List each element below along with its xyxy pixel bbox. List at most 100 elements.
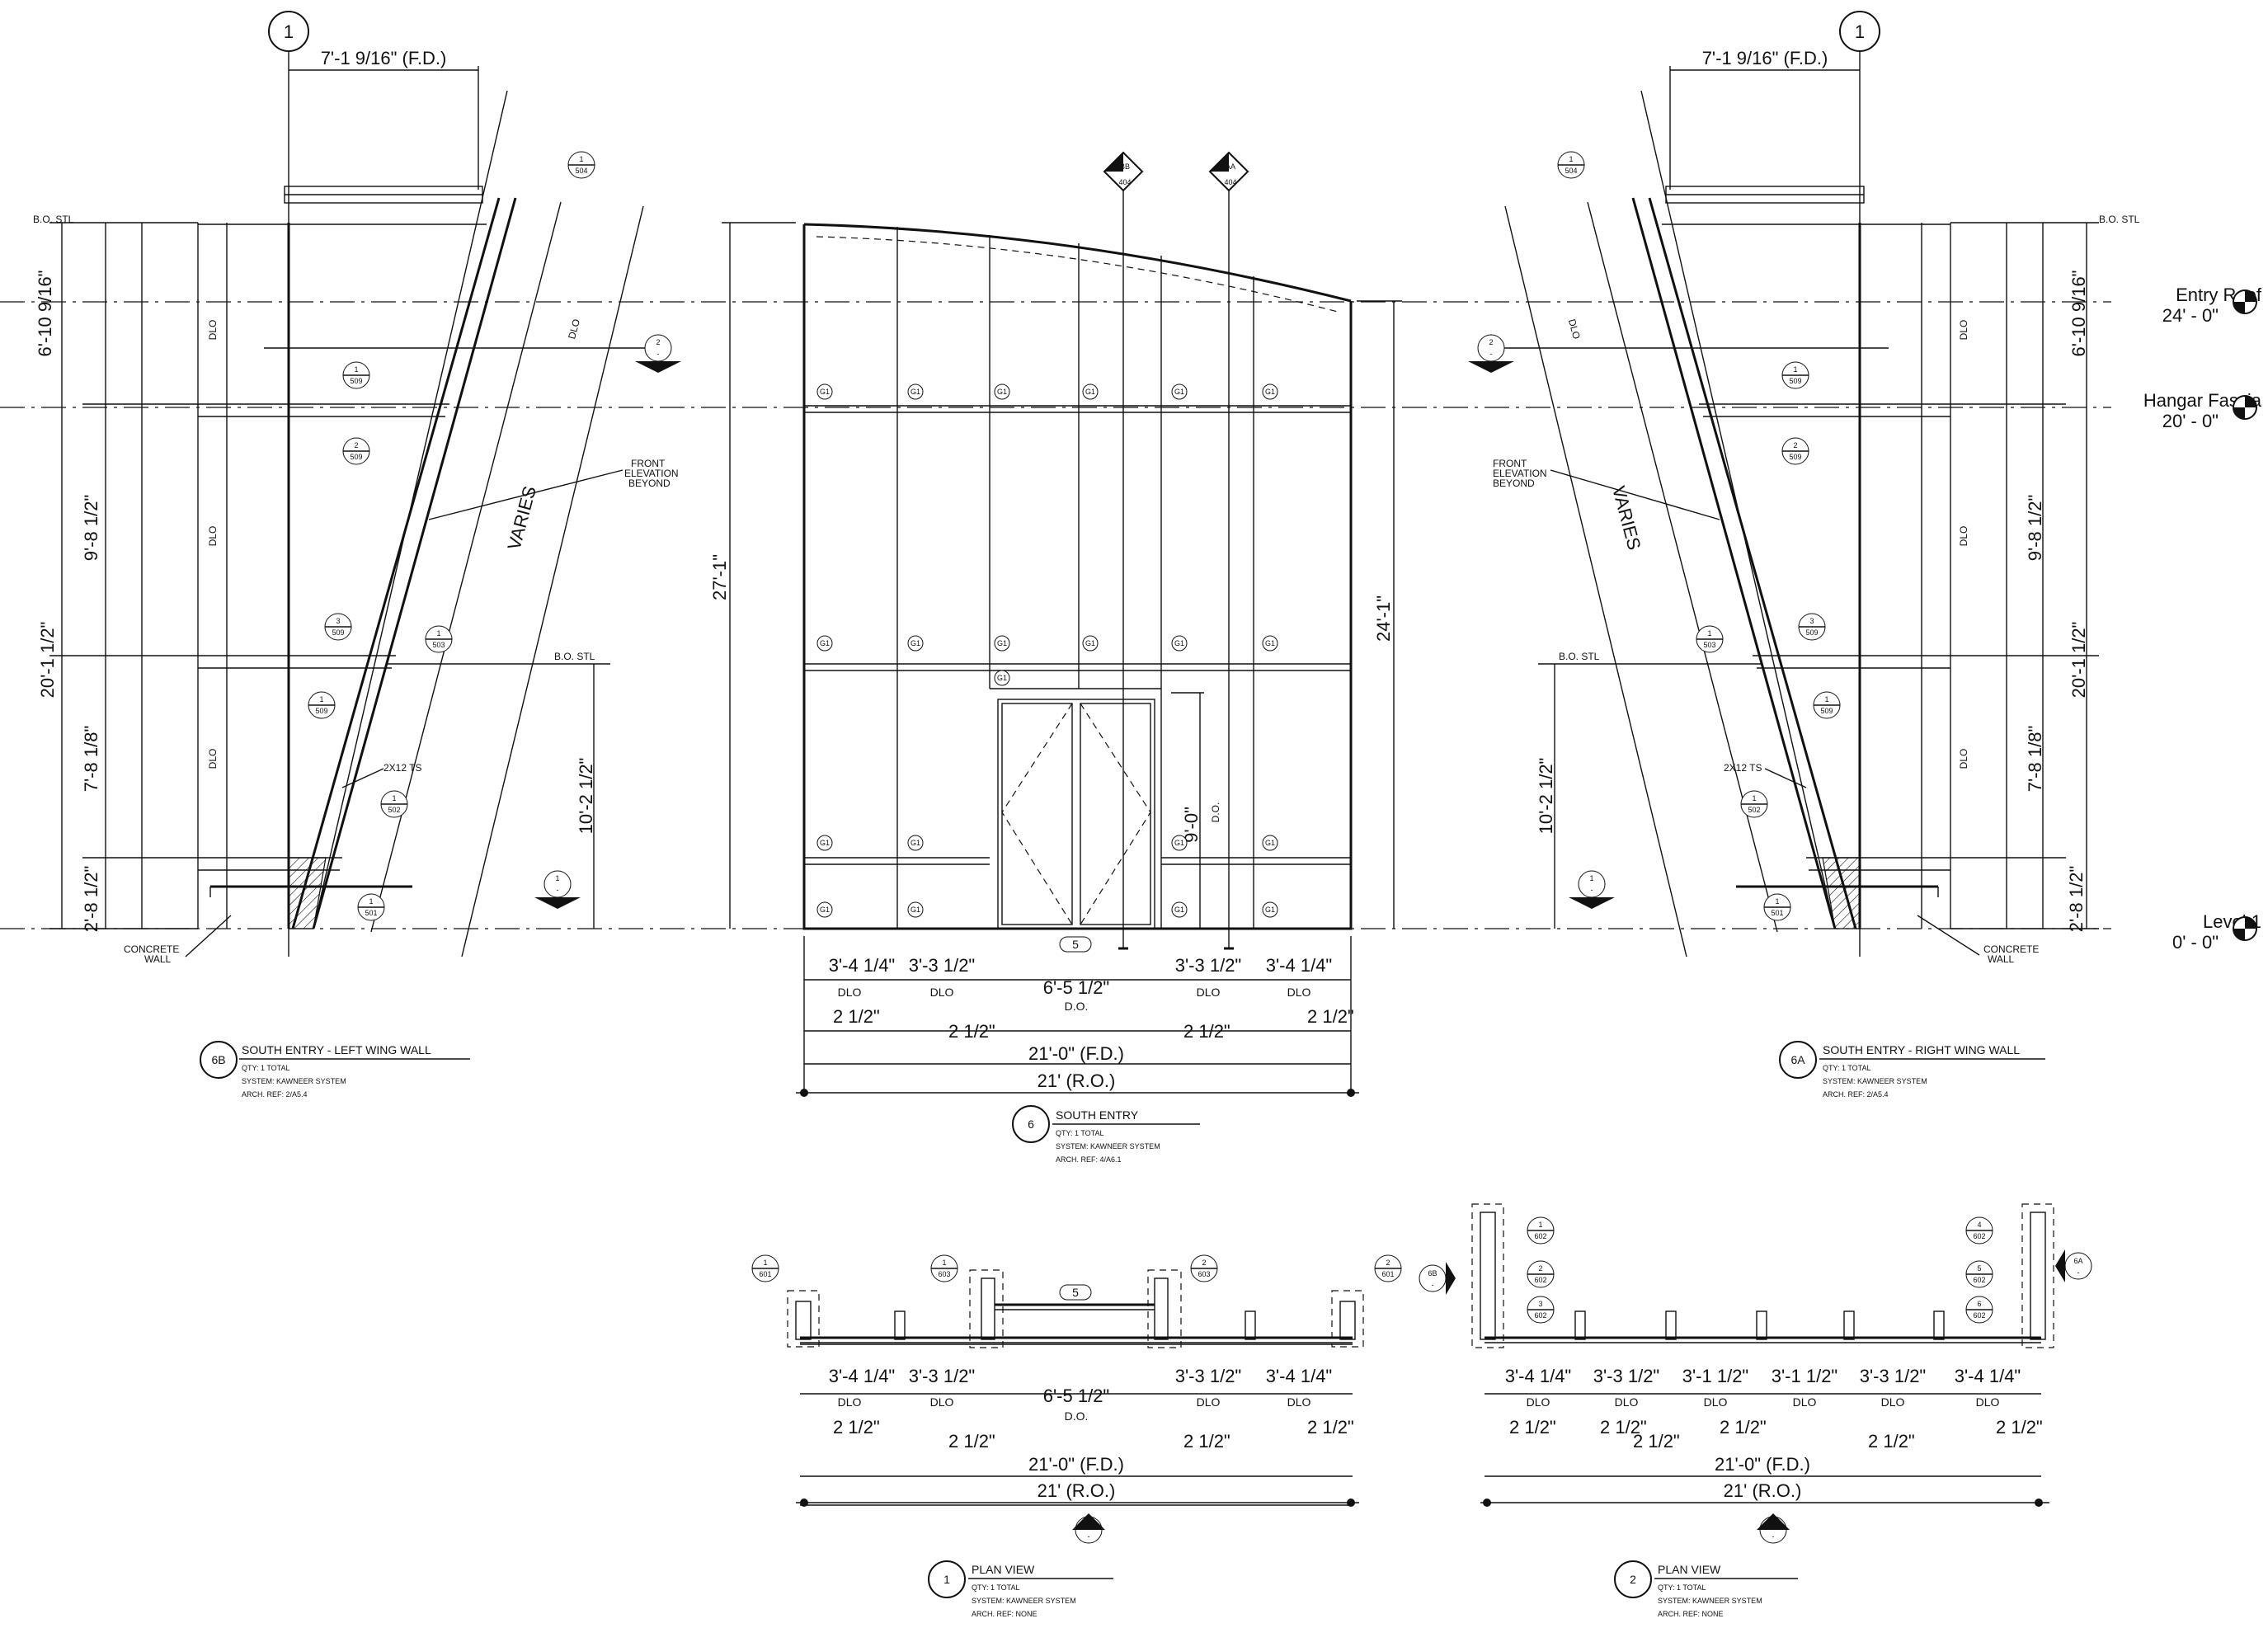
svg-text:509: 509 — [350, 377, 362, 385]
view-title: SOUTH ENTRY — [1056, 1108, 1139, 1122]
svg-text:DLO: DLO — [930, 986, 954, 999]
svg-text:G1: G1 — [1085, 388, 1095, 396]
svg-text:3: 3 — [336, 617, 340, 625]
dim-right-base: 2'-8 1/2" — [2066, 866, 2087, 933]
svg-text:502: 502 — [1748, 806, 1760, 814]
svg-text:DLO: DLO — [1197, 1395, 1221, 1409]
svg-text:2 1/2": 2 1/2" — [833, 1006, 880, 1027]
dim-right-top: 6'-10 9/16" — [2068, 271, 2089, 357]
svg-text:3'-3 1/2": 3'-3 1/2" — [1175, 1366, 1242, 1386]
svg-text:DLO: DLO — [838, 986, 862, 999]
svg-text:1: 1 — [942, 1259, 946, 1267]
svg-text:2 1/2": 2 1/2" — [1509, 1417, 1556, 1437]
svg-text:QTY: 1 TOTAL: QTY: 1 TOTAL — [242, 1064, 290, 1072]
svg-text:-: - — [1432, 1281, 1434, 1289]
svg-text:2 1/2": 2 1/2" — [1183, 1431, 1230, 1452]
svg-text:ARCH. REF: 2/A5.4: ARCH. REF: 2/A5.4 — [1823, 1090, 1889, 1099]
svg-text:2 1/2": 2 1/2" — [1996, 1417, 2043, 1437]
svg-text:3'-1 1/2": 3'-1 1/2" — [1682, 1366, 1749, 1386]
svg-text:G1: G1 — [910, 388, 920, 396]
svg-text:SYSTEM: KAWNEER SYSTEM: SYSTEM: KAWNEER SYSTEM — [242, 1077, 346, 1085]
svg-text:ELEVATION: ELEVATION — [624, 468, 679, 479]
svg-text:3'-1 1/2": 3'-1 1/2" — [1772, 1366, 1838, 1386]
svg-text:3'-4 1/4": 3'-4 1/4" — [1955, 1366, 2021, 1386]
svg-text:G1: G1 — [820, 906, 830, 914]
svg-text:21'-0" (F.D.): 21'-0" (F.D.) — [1715, 1454, 1810, 1475]
svg-text:DLO: DLO — [838, 1395, 862, 1409]
dim-right-overall: 20'-1 1/2" — [2068, 622, 2089, 699]
svg-text:10'-2 1/2": 10'-2 1/2" — [1536, 758, 1556, 835]
svg-text:G1: G1 — [820, 639, 830, 647]
view-title-6b: 6B SOUTH ENTRY - LEFT WING WALL QTY: 1 T… — [200, 1041, 470, 1099]
svg-text:6: 6 — [1086, 1521, 1090, 1529]
svg-text:DLO: DLO — [1566, 318, 1583, 340]
section-cut-bb: BB 404 — [1103, 151, 1144, 950]
svg-text:3: 3 — [1809, 617, 1814, 625]
svg-text:603: 603 — [938, 1270, 950, 1278]
svg-text:404: 404 — [1118, 178, 1131, 186]
svg-text:6: 6 — [1771, 1521, 1775, 1529]
svg-text:3'-3 1/2": 3'-3 1/2" — [909, 1366, 976, 1386]
svg-text:509: 509 — [1805, 628, 1818, 637]
svg-text:509: 509 — [1789, 453, 1801, 461]
door-tag: 5 — [1059, 936, 1092, 953]
svg-text:501: 501 — [365, 909, 377, 917]
svg-text:B.O. STL: B.O. STL — [1559, 651, 1600, 662]
svg-text:2X12 TS: 2X12 TS — [1724, 762, 1762, 774]
svg-text:DLO: DLO — [1287, 1395, 1311, 1409]
svg-text:D.O.: D.O. — [1210, 802, 1221, 823]
svg-text:2 1/2": 2 1/2" — [1307, 1417, 1354, 1437]
svg-text:6: 6 — [1977, 1300, 1981, 1308]
dim-bo: 10'-2 1/2" — [576, 758, 596, 835]
svg-text:3'-4 1/4": 3'-4 1/4" — [829, 1366, 896, 1386]
svg-text:503: 503 — [1703, 641, 1715, 649]
view-title-6: 6 SOUTH ENTRY QTY: 1 TOTAL SYSTEM: KAWNE… — [1012, 1105, 1200, 1164]
svg-text:1: 1 — [284, 21, 294, 42]
svg-text:3'-4 1/4": 3'-4 1/4" — [1266, 1366, 1333, 1386]
svg-text:2: 2 — [1489, 338, 1493, 346]
svg-text:D.O.: D.O. — [1065, 1000, 1089, 1013]
svg-text:G1: G1 — [1174, 388, 1184, 396]
svg-text:2: 2 — [1538, 1264, 1542, 1273]
svg-text:2: 2 — [1386, 1259, 1390, 1267]
svg-text:DLO: DLO — [1287, 986, 1311, 999]
svg-text:501: 501 — [1771, 909, 1783, 917]
svg-text:21' (R.O.): 21' (R.O.) — [1038, 1480, 1116, 1501]
svg-text:6: 6 — [1028, 1117, 1034, 1131]
svg-text:1: 1 — [943, 1573, 950, 1586]
level-marker-entry-roof: Entry Roof 24' - 0" — [2162, 285, 2262, 326]
dim-door-height: 9'-0" — [1181, 807, 1202, 843]
section-mark-6a: 6A- — [2055, 1249, 2092, 1282]
svg-text:602: 602 — [1534, 1232, 1546, 1240]
svg-text:SYSTEM: KAWNEER SYSTEM: SYSTEM: KAWNEER SYSTEM — [1823, 1077, 1927, 1085]
svg-text:2: 2 — [354, 441, 358, 449]
svg-text:-: - — [1088, 1532, 1090, 1541]
svg-text:G1: G1 — [997, 674, 1007, 682]
svg-text:602: 602 — [1534, 1311, 1546, 1320]
svg-text:G1: G1 — [1085, 639, 1095, 647]
section-mark: 2- — [1468, 334, 1889, 373]
svg-text:DLO: DLO — [1197, 986, 1221, 999]
svg-text:601: 601 — [1381, 1270, 1394, 1278]
svg-text:5: 5 — [1977, 1264, 1981, 1273]
svg-text:2 1/2": 2 1/2" — [1183, 1021, 1230, 1042]
svg-text:DLO: DLO — [1881, 1395, 1905, 1409]
svg-text:404: 404 — [1224, 178, 1236, 186]
svg-text:1: 1 — [354, 365, 358, 374]
section-cut-aa: AA 404 — [1208, 151, 1249, 950]
svg-text:CONCRETE: CONCRETE — [124, 943, 179, 955]
svg-text:-: - — [1591, 886, 1593, 894]
section-mark-6: 6- — [1757, 1513, 1790, 1544]
svg-text:1: 1 — [1752, 794, 1756, 802]
svg-text:602: 602 — [1973, 1311, 1985, 1320]
svg-text:1: 1 — [369, 897, 373, 906]
